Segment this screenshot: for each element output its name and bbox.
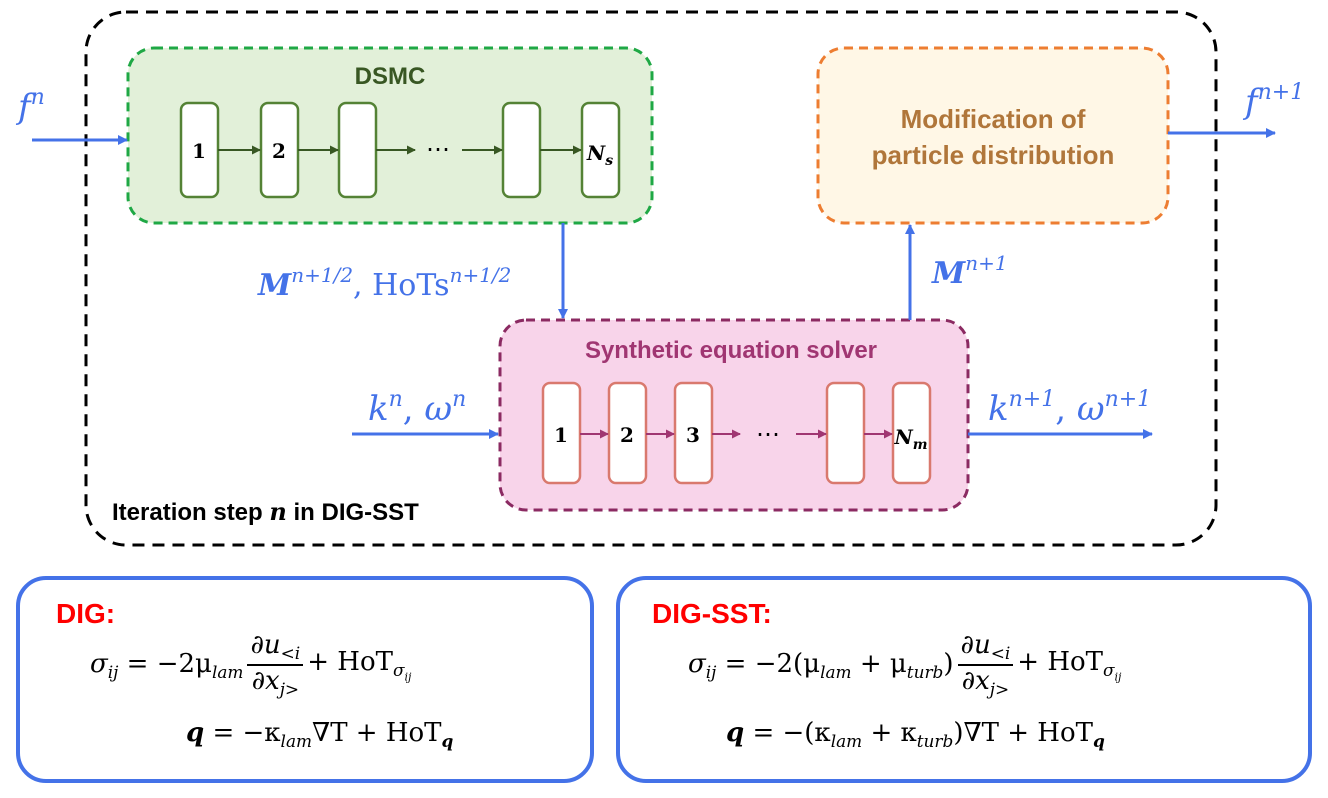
label-f-out: fn+1	[1242, 80, 1304, 122]
dig-title: DIG:	[56, 598, 116, 629]
dsmc-step-box	[580, 101, 621, 199]
dig-coef: −2μlam	[156, 648, 244, 683]
dig-hot-sigma: + HoTσij	[307, 647, 412, 684]
w-out-sup: n+1	[1105, 387, 1152, 412]
label-k-w-in: kn, ωn	[368, 387, 466, 429]
digsst-title: DIG-SST:	[652, 598, 772, 629]
dsmc-last-N: N	[586, 141, 606, 165]
dig-panel	[16, 576, 594, 783]
synthetic-last-sub: m	[913, 437, 928, 453]
dig-q-equation: q = −κlam∇T + HoTq	[186, 718, 454, 752]
synthetic-title: Synthetic equation solver	[585, 337, 877, 364]
modification-block	[816, 46, 1170, 225]
moment-next-sup: n+1	[965, 251, 1007, 275]
synthetic-step-label: 2	[620, 423, 634, 447]
k-out-sup: n+1	[1009, 387, 1056, 412]
w-out-base: ω	[1077, 389, 1105, 429]
synthetic-steps: ⋯ 1 2 3 Nm	[541, 381, 932, 485]
digsst-frac-den: ∂xj>	[961, 665, 1010, 700]
dsmc-step-label: 1	[192, 139, 206, 163]
dig-frac-num: ∂u<i	[247, 631, 304, 666]
moment-next-base: M	[931, 256, 966, 291]
k-in-sup: n	[389, 387, 403, 412]
dsmc-ellipsis: ⋯	[426, 135, 450, 163]
dig-sigma-equation: σij = −2μlam ∂u<i ∂xj> + HoTσij	[90, 631, 412, 700]
dsmc-title: DSMC	[355, 63, 426, 90]
dsmc-steps: ⋯ 1 2 Ns	[179, 101, 621, 199]
dsmc-step-label: 2	[272, 139, 286, 163]
dsmc-step-box	[501, 101, 542, 199]
synthetic-step-label: 3	[686, 423, 700, 447]
comma-k-in: ,	[403, 389, 425, 429]
digsst-q-equation: q = −(κlam + κturb)∇T + HoTq	[726, 718, 1105, 752]
moment-half-sup: n+1/2	[291, 263, 353, 287]
hots-half-base: HoTs	[372, 268, 449, 303]
label-moment-next: Mn+1	[931, 251, 1008, 291]
synthetic-step-label-last: Nm	[893, 425, 927, 453]
comma-k-out: ,	[1055, 389, 1077, 429]
synthetic-step-box	[825, 381, 866, 485]
dsmc-last-sub: s	[605, 153, 613, 169]
iteration-label-head: Iteration step	[112, 499, 263, 526]
f-out-sup: n+1	[1258, 80, 1305, 105]
synthetic-ellipsis: ⋯	[756, 420, 780, 448]
comma: ,	[353, 268, 372, 303]
dsmc-step-box	[337, 101, 378, 199]
iteration-label: Iteration step n in DIG-SST	[112, 497, 419, 527]
digsst-fraction: ∂u<i ∂xj>	[957, 631, 1014, 700]
digsst-frac-num: ∂u<i	[957, 631, 1014, 666]
synthetic-step-box	[891, 381, 932, 485]
modification-title-line2: particle distribution	[872, 140, 1115, 170]
synthetic-step-label: 1	[554, 423, 568, 447]
moment-half-base: M	[257, 268, 292, 303]
dsmc-step-label-last: Ns	[586, 141, 613, 169]
w-in-sup: n	[452, 387, 466, 412]
synthetic-last-N: N	[893, 425, 913, 449]
hots-half-sup: n+1/2	[450, 263, 512, 287]
label-k-w-out: kn+1, ωn+1	[988, 387, 1151, 429]
digsst-sigma-equation: σij = −2(μlam + μturb) ∂u<i ∂xj> + HoTσi…	[688, 631, 1122, 700]
modification-title-line1: Modification of	[901, 104, 1086, 134]
label-f-in: fn	[15, 85, 45, 127]
dig-fraction: ∂u<i ∂xj>	[247, 631, 304, 700]
iteration-frame	[84, 10, 1218, 547]
f-in-sup: n	[31, 85, 45, 110]
digsst-sigma-lhs: σij	[688, 648, 717, 683]
k-in-base: k	[368, 389, 389, 429]
iteration-label-tail: in DIG-SST	[293, 499, 419, 526]
iteration-label-var: n	[269, 497, 287, 526]
k-out-base: k	[988, 389, 1009, 429]
digsst-coef: = −2(μlam + μturb)	[724, 648, 954, 683]
digsst-hot-sigma: + HoTσij	[1017, 647, 1122, 684]
dig-sigma-lhs: σij =	[90, 648, 157, 683]
w-in-base: ω	[424, 389, 452, 429]
label-moment-half: Mn+1/2, HoTsn+1/2	[257, 263, 511, 303]
dig-frac-den: ∂xj>	[251, 665, 300, 700]
digsst-panel	[616, 576, 1312, 783]
